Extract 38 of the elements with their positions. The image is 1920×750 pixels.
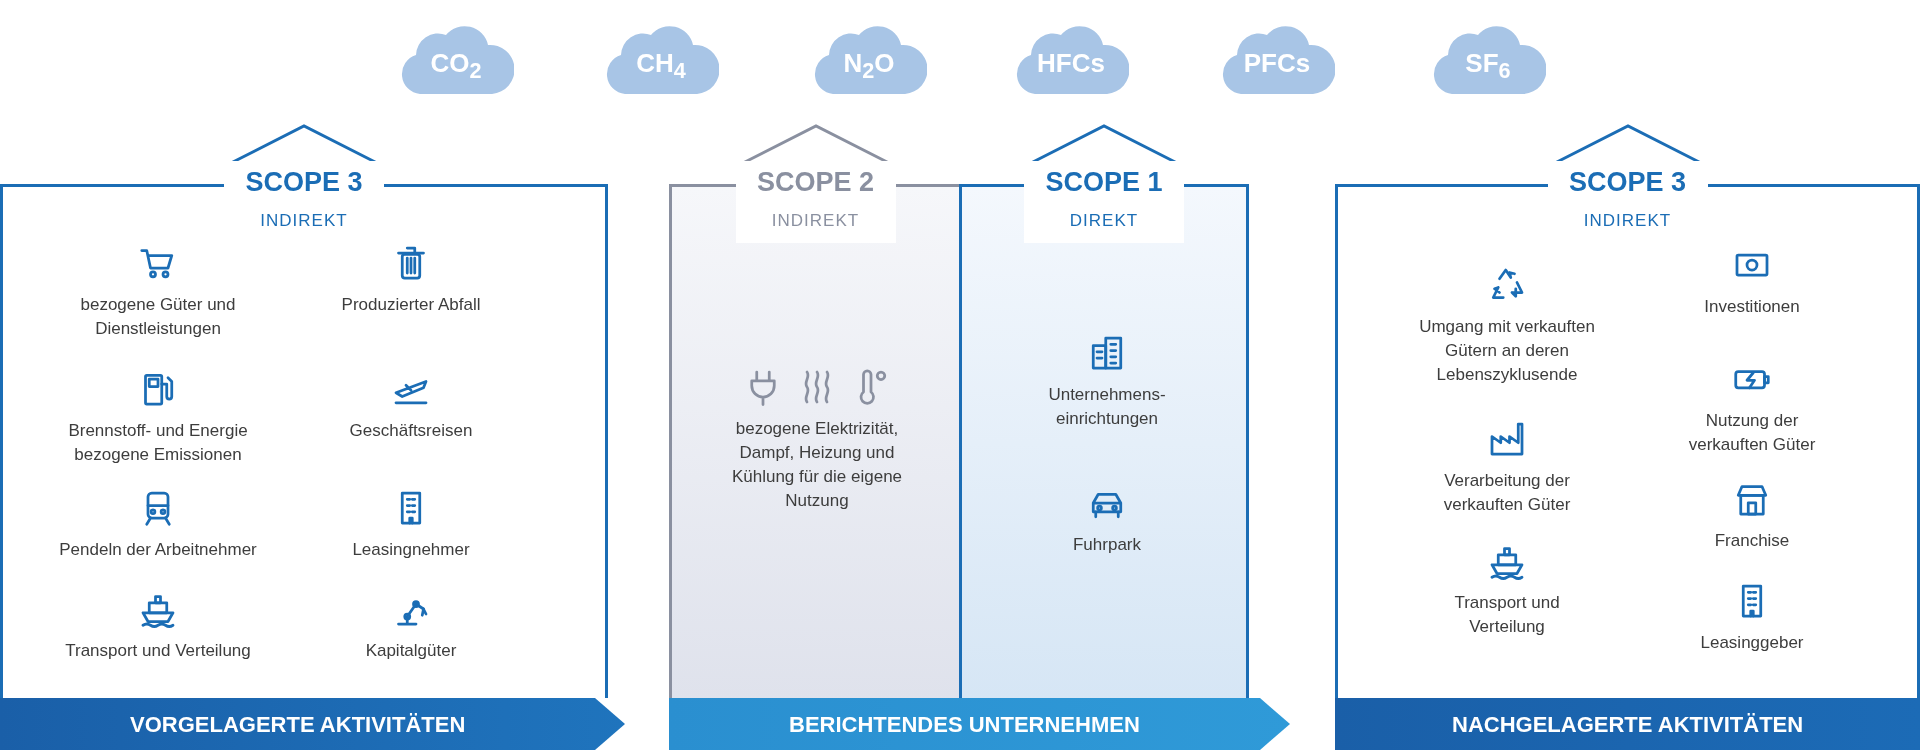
gas-label: HFCs <box>1036 48 1106 79</box>
item-label: Investitionen <box>1703 296 1801 318</box>
item-label: Umgang mit verkauften Gütern an deren Lebenszyklusende <box>1418 316 1596 386</box>
scope-subtitle: INDIREKT <box>770 211 861 231</box>
item-label: Produzierter Abfall <box>340 294 482 316</box>
gas-label: N$_{2}$O <box>842 48 896 85</box>
gas-label: CH$_{4}$ <box>635 48 687 85</box>
item-label: Geschäftsreisen <box>348 420 474 442</box>
item-label: Leasinggeber <box>1699 632 1805 654</box>
activity-banner <box>0 698 625 750</box>
item-label: Kapitalgüter <box>364 640 458 662</box>
scope-subtitle: INDIREKT <box>259 211 349 231</box>
item-label: Pendeln der Arbeitnehmer <box>58 539 258 561</box>
item-label: Leasingnehmer <box>351 539 471 561</box>
item-label: Brennstoff- und Energie bezogene Emissionen <box>67 420 249 466</box>
scope-subtitle: DIREKT <box>1068 211 1140 231</box>
item-label: Franchise <box>1713 530 1791 552</box>
banner-label: NACHGELAGERTE AKTIVITÄTEN <box>1452 712 1804 738</box>
item-label: Transport und Verteilung <box>1453 592 1561 638</box>
gas-label: CO$_{2}$ <box>429 48 483 85</box>
banner-label: BERICHTENDES UNTERNEHMEN <box>789 712 1140 738</box>
scope-title: SCOPE 3 <box>244 167 364 198</box>
scope-title: SCOPE 1 <box>1044 167 1164 198</box>
gas-label: PFCs <box>1242 48 1312 79</box>
item-label: Verarbeitung der verkauften Güter <box>1442 470 1572 516</box>
activity-banner <box>669 698 1290 750</box>
item-label: bezogene Güter und Dienstleistungen <box>79 294 237 340</box>
scope-title: SCOPE 3 <box>1567 167 1687 198</box>
item-label: bezogene Elektrizität, Dampf, Heizung und Kühlung für die eigene Nutzung <box>730 418 904 512</box>
activity-banner <box>1335 698 1920 750</box>
gas-label: SF$_{6}$ <box>1464 48 1512 85</box>
scope-title: SCOPE 2 <box>755 167 875 198</box>
item-label: Nutzung der verkauften Güter <box>1687 410 1817 456</box>
item-label: Fuhrpark <box>1072 534 1142 556</box>
scope-subtitle: INDIREKT <box>1582 211 1673 231</box>
item-label: Transport und Verteilung <box>64 640 252 662</box>
banner-label: VORGELAGERTE AKTIVITÄTEN <box>130 712 466 738</box>
item-label: Unternehmens- einrichtungen <box>1047 384 1167 430</box>
